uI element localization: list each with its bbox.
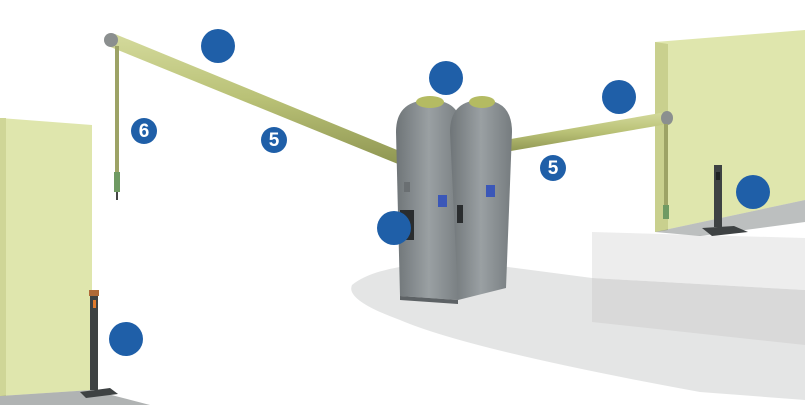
panel-right <box>486 185 495 197</box>
callout-marker-label-6: 6 <box>131 118 157 144</box>
callout-marker-1 <box>201 29 235 63</box>
right-boom-arm <box>505 111 673 152</box>
callout-marker-5 <box>377 211 411 245</box>
callout-marker-3 <box>602 80 636 114</box>
right-wall <box>655 30 805 236</box>
left-support-leg <box>114 46 120 200</box>
left-boom-arm <box>104 33 402 164</box>
callout-marker-2 <box>429 61 463 95</box>
barrier-cabinet-right <box>450 96 512 300</box>
callout-marker-6 <box>109 322 143 356</box>
panel-left <box>438 195 447 207</box>
left-wall <box>0 118 150 405</box>
callout-marker-label-5-left: 5 <box>261 127 287 153</box>
callout-marker-label-5-right: 5 <box>540 155 566 181</box>
callout-marker-4 <box>736 175 770 209</box>
